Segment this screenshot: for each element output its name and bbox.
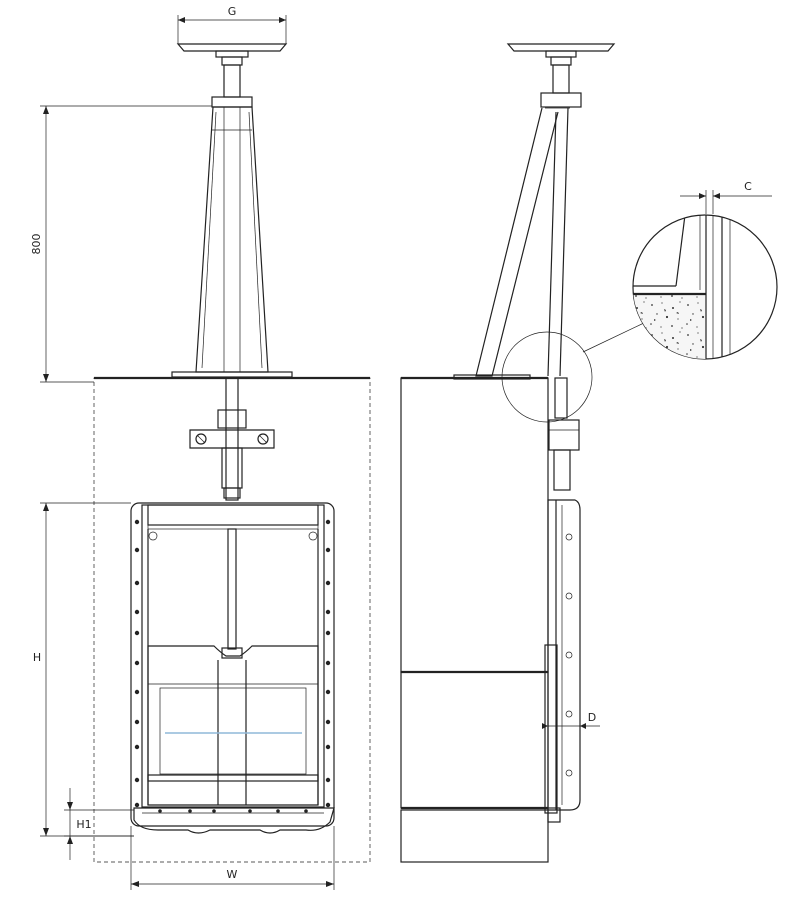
stem-guide-front — [189, 409, 275, 499]
frame-bolt — [134, 580, 140, 586]
sill-bolt — [304, 809, 308, 813]
dimension-w-label: W — [227, 868, 238, 881]
dimension-h1: H1 — [64, 788, 134, 860]
wall-opening-outline — [93, 377, 371, 863]
frame-bolt — [134, 777, 140, 783]
sill-bolt — [212, 809, 216, 813]
dimension-800: 800 — [30, 105, 212, 383]
frame-bolt — [134, 660, 140, 666]
pedestal-front — [171, 106, 293, 378]
frame-bolt — [134, 744, 140, 750]
frame-bolt — [325, 719, 331, 725]
frame-bolt — [325, 630, 331, 636]
side-view: C D — [400, 43, 778, 863]
frame-bolt — [325, 777, 331, 783]
gate-guide-side — [544, 499, 581, 823]
dimension-h1-label: H1 — [76, 818, 91, 831]
dimension-c: C — [680, 180, 772, 214]
dimension-g: G — [177, 5, 287, 44]
stem-front — [225, 377, 239, 501]
detail-leader-line — [582, 321, 647, 353]
frame-bolt — [134, 519, 140, 525]
frame-bolt — [325, 689, 331, 695]
stem-guide-side — [548, 419, 580, 451]
front-view — [93, 43, 371, 863]
sill-bolt — [158, 809, 162, 813]
handwheel-side — [506, 43, 616, 108]
gate-frame-front — [130, 502, 335, 834]
pedestal-side — [453, 107, 570, 380]
stem-side — [554, 377, 568, 419]
dimension-d: D — [542, 711, 600, 729]
frame-bolt — [325, 609, 331, 615]
dimension-h-label: H — [33, 651, 41, 664]
frame-bolt — [325, 802, 331, 808]
frame-bolt — [325, 660, 331, 666]
frame-bolt — [325, 580, 331, 586]
dimension-w: W — [130, 826, 335, 890]
detail-reference-circle — [501, 331, 593, 423]
dimension-h: H — [33, 502, 134, 837]
detail-magnified — [632, 214, 778, 360]
frame-bolt — [134, 689, 140, 695]
sill-bolt — [276, 809, 280, 813]
concrete-wall-lower — [400, 809, 549, 863]
frame-bolts — [134, 519, 331, 813]
dimension-d-label: D — [588, 711, 596, 724]
dimension-800-label: 800 — [30, 234, 43, 255]
concrete-wall-upper — [400, 377, 549, 673]
frame-bolt — [134, 719, 140, 725]
frame-bolt — [134, 609, 140, 615]
dimension-c-label: C — [744, 180, 752, 193]
frame-bolt — [325, 744, 331, 750]
sill-bolt — [248, 809, 252, 813]
sill-bolt — [188, 809, 192, 813]
frame-bolt — [325, 519, 331, 525]
frame-bolt — [134, 547, 140, 553]
wall-opening-side — [400, 671, 549, 809]
frame-bolt — [325, 547, 331, 553]
frame-bolt — [134, 802, 140, 808]
dimension-g-label: G — [228, 5, 237, 18]
frame-bolt — [134, 630, 140, 636]
handwheel-front — [176, 43, 288, 108]
